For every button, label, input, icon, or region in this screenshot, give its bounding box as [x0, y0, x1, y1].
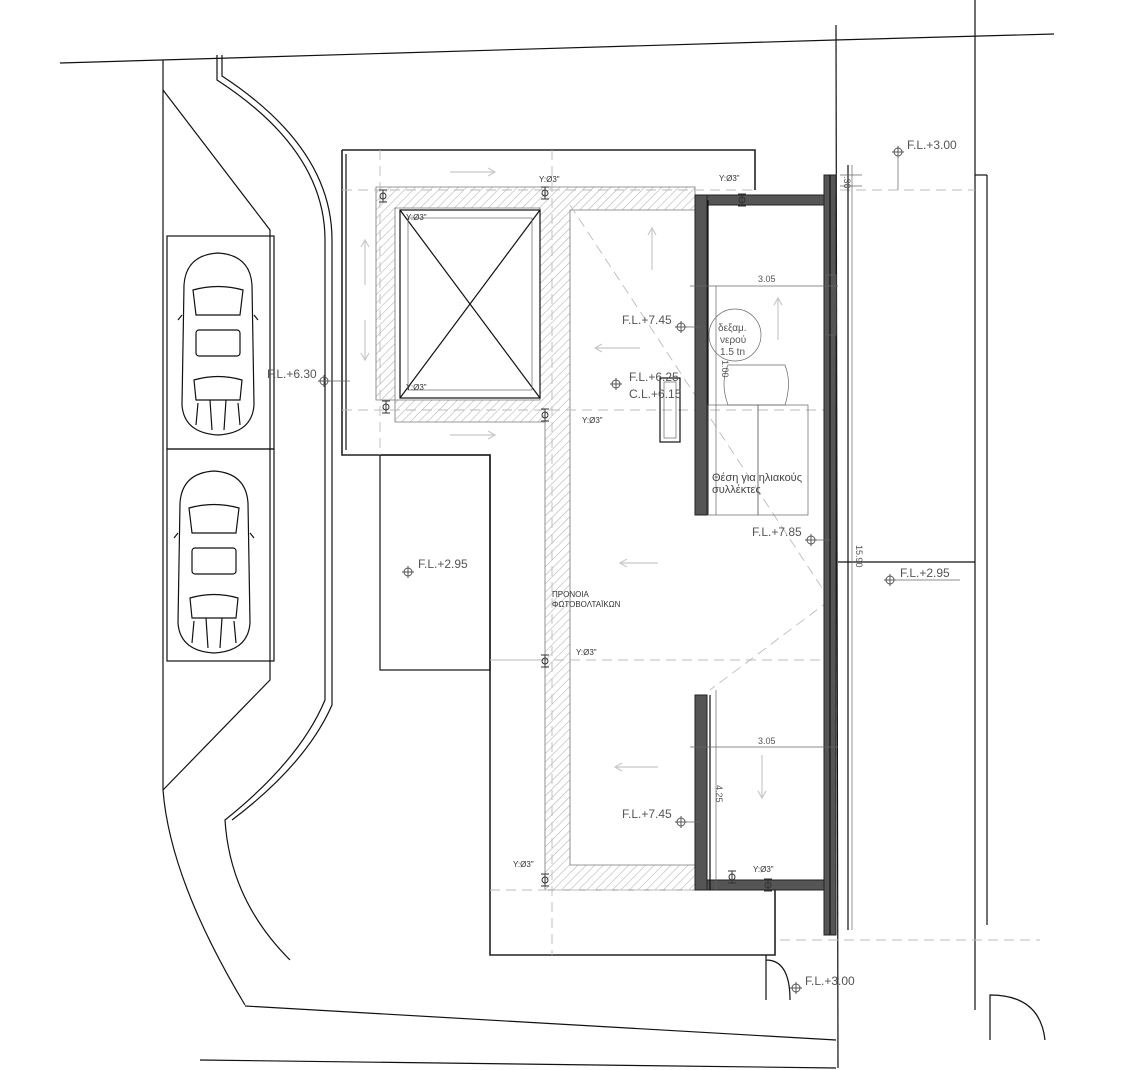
walls: [694, 165, 849, 936]
dimension-label: .30: [842, 176, 852, 189]
dimension-label: 15.90: [854, 545, 864, 568]
parapet-hatch: [375, 186, 696, 891]
tank-label: νερού: [720, 334, 746, 346]
pipe-label: Y:Ø3": [406, 213, 427, 222]
car-icon: [173, 470, 255, 654]
level-label: F.L.+6.30: [267, 367, 317, 381]
level-label: F.L.+6.25: [629, 370, 679, 384]
solar-label: συλλέκτες: [712, 484, 761, 496]
level-label: F.L.+7.85: [752, 525, 802, 539]
level-label: C.L.+6.15: [629, 387, 682, 401]
level-label: F.L.+7.45: [622, 313, 672, 327]
tank-label: δεξαμ.: [718, 323, 747, 334]
pipe-label: Y:Ø3": [406, 383, 427, 392]
pv-label: ΠΡΟΝΟΙΑ: [552, 590, 590, 599]
drain-pipe-icon: [378, 186, 773, 892]
solar-label: Θέση για ηλιακούς: [712, 472, 802, 484]
level-label: F.L.+2.95: [900, 566, 950, 580]
dimension-label: 3.05: [758, 736, 776, 746]
dimension-label: 1.00: [720, 360, 730, 378]
car-icon: [177, 252, 259, 436]
building-outline: [341, 149, 1046, 1041]
dimension-label: 3.05: [758, 274, 776, 284]
driveway: [162, 55, 333, 1006]
slope-arrows: [360, 167, 783, 800]
level-label: F.L.+3.00: [805, 974, 855, 988]
pipe-label: Y:Ø3": [753, 865, 774, 874]
pv-label: ΦΩΤΟΒΟΛΤΑΪΚΩΝ: [552, 600, 621, 609]
level-label: F.L.+2.95: [418, 557, 468, 571]
level-label: F.L.+7.45: [622, 807, 672, 821]
pipe-label: Y:Ø3": [576, 648, 597, 657]
dimension-lines: [690, 165, 862, 930]
pipe-label: Y:Ø3": [582, 416, 603, 425]
dimension-label: 4.25: [714, 785, 724, 803]
water-tank-icon: [659, 308, 809, 516]
parking-bays: [166, 235, 275, 662]
level-label: F.L.+3.00: [907, 138, 957, 152]
level-markers: [317, 145, 960, 995]
guide-lines: [342, 150, 1040, 955]
tank-label: 1.5 tn: [720, 347, 745, 358]
pipe-label: Y:Ø3": [513, 860, 534, 869]
pipe-label: Y:Ø3": [539, 175, 560, 184]
pipe-label: Y:Ø3": [719, 174, 740, 183]
